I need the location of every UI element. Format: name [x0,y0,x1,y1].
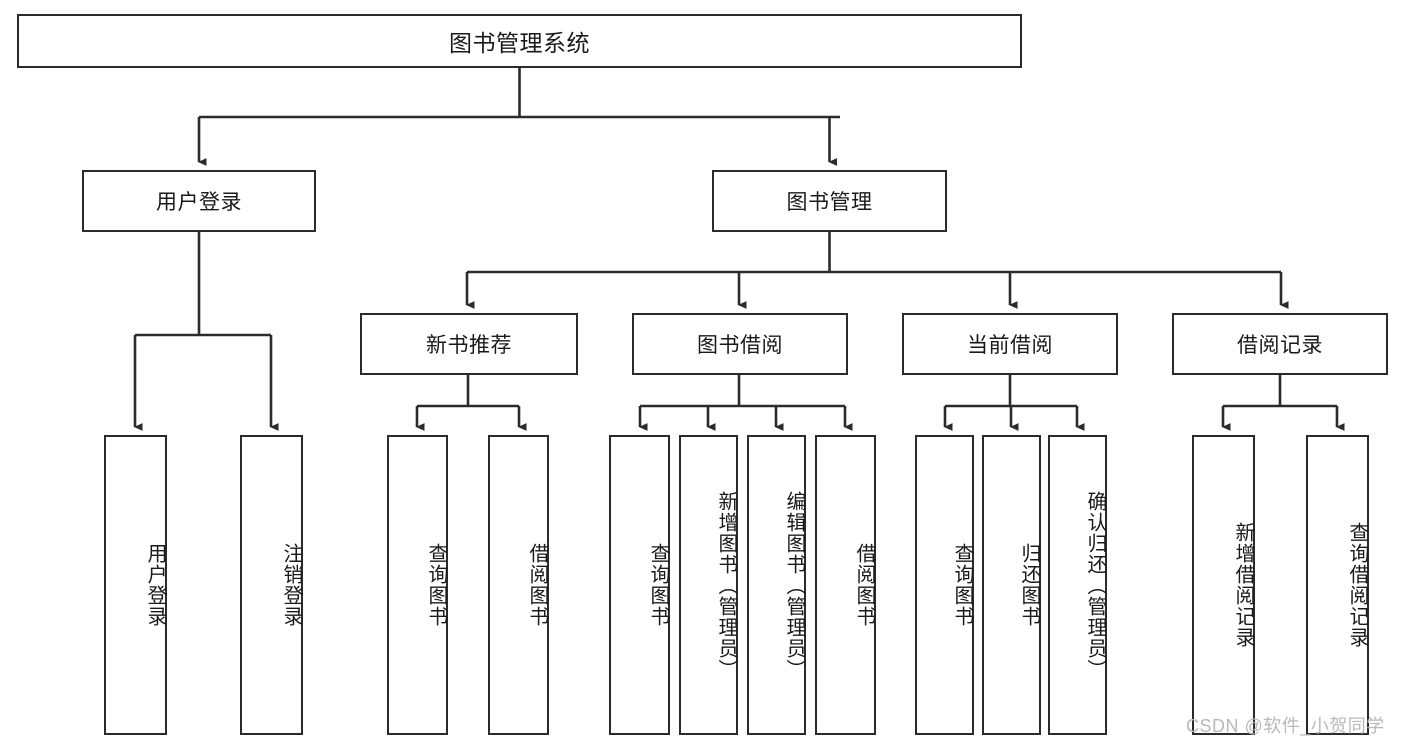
leaf-borrow-record-add[interactable]: 新增借阅记录 [1192,435,1255,735]
leaf-borrow-record-query[interactable]: 查询借阅记录 [1306,435,1369,735]
leaf-user-login-signin[interactable]: 用户登录 [104,435,167,735]
node-label: 图书管理 [786,191,873,214]
node-label: 注销登录 [280,543,302,627]
node-label: 新增图书（管理员） [715,490,737,680]
leaf-new-book-query[interactable]: 查询图书 [387,435,448,735]
leaf-book-borrow-borrow[interactable]: 借阅图书 [815,435,876,735]
leaf-user-login-signout[interactable]: 注销登录 [240,435,303,735]
node-label: 新书推荐 [426,334,512,357]
node-label: 查询借阅记录 [1346,522,1368,648]
node-book-management[interactable]: 图书管理 [712,170,947,232]
node-label: 查询图书 [425,543,447,627]
node-label: 图书管理系统 [449,30,590,56]
node-label: 用户登录 [144,543,166,627]
node-borrow-record[interactable]: 借阅记录 [1172,313,1388,375]
node-label: 借阅图书 [526,543,548,627]
node-label: 确认归还（管理员） [1084,490,1106,680]
node-label: 查询图书 [951,543,973,627]
node-label: 查询图书 [647,543,669,627]
leaf-book-borrow-edit[interactable]: 编辑图书（管理员） [747,435,806,735]
node-label: 用户登录 [156,191,242,214]
leaf-book-borrow-add[interactable]: 新增图书（管理员） [679,435,738,735]
leaf-book-borrow-query[interactable]: 查询图书 [609,435,670,735]
leaf-current-borrow-confirm-return[interactable]: 确认归还（管理员） [1048,435,1107,735]
node-label: 归还图书 [1018,543,1040,627]
node-label: 当前借阅 [967,334,1053,357]
node-label: 借阅记录 [1237,334,1323,357]
leaf-current-borrow-return[interactable]: 归还图书 [982,435,1041,735]
node-label: 新增借阅记录 [1232,522,1254,648]
node-user-login[interactable]: 用户登录 [82,170,316,232]
node-book-borrow[interactable]: 图书借阅 [632,313,848,375]
node-label: 图书借阅 [697,334,783,357]
node-root-system[interactable]: 图书管理系统 [17,14,1022,68]
node-new-book-recommend[interactable]: 新书推荐 [360,313,578,375]
node-label: 借阅图书 [853,543,875,627]
watermark-text: CSDN @软件_小贺同学 [1186,716,1385,736]
leaf-current-borrow-query[interactable]: 查询图书 [915,435,974,735]
node-label: 编辑图书（管理员） [783,490,805,680]
node-current-borrow[interactable]: 当前借阅 [902,313,1118,375]
leaf-new-book-borrow[interactable]: 借阅图书 [488,435,549,735]
